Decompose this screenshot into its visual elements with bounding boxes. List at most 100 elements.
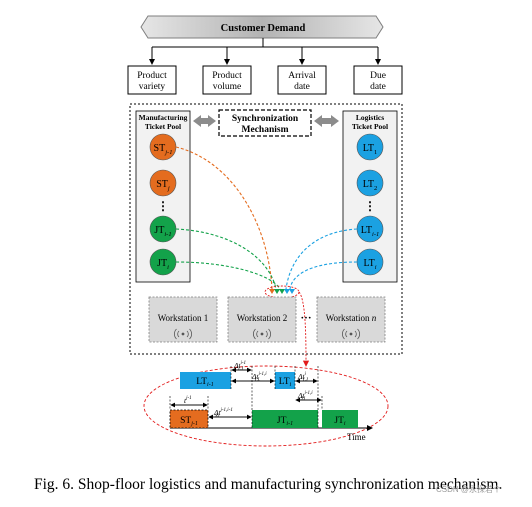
bar-base: LT	[196, 377, 207, 387]
ticket-sub: i-1	[164, 231, 171, 238]
interval-arrows	[170, 367, 322, 420]
zoom-connector	[298, 291, 310, 367]
factor-product-variety: Product variety	[127, 65, 177, 95]
ticket-st-j-1: STj-1	[149, 133, 177, 161]
flow-lt-i	[289, 261, 358, 290]
ticket-base: JT	[154, 225, 164, 236]
watermark: CSDN @永探若个	[436, 485, 502, 494]
bar-sub: i-1	[286, 421, 293, 427]
wireless-signal-icon	[174, 328, 192, 340]
ticket-lt-2: LT2	[356, 169, 384, 197]
flow-lt-i-1	[285, 228, 358, 290]
logistics-pool-title-1: Logistics	[356, 113, 384, 122]
svg-text:JTi: JTi	[157, 258, 169, 271]
flow-st-j-1	[175, 146, 273, 290]
annotation-base: Δt	[233, 361, 241, 370]
annotation-sup: i-1,i	[305, 391, 314, 396]
synchronization-mechanism: Synchronization Mechanism	[218, 109, 312, 137]
bar-jt-i: JTi	[322, 410, 358, 428]
annotation-sup: i	[305, 372, 307, 377]
factor-line1: Arrival	[288, 71, 316, 81]
svg-text:LT2: LT2	[363, 179, 378, 192]
ticket-lt-i-1: LTi-1	[356, 215, 384, 243]
bar-jt-i-1: JTi-1	[252, 410, 318, 428]
annotation-base: Δt	[297, 391, 305, 400]
annotation-base: Δt	[251, 372, 259, 381]
annotation-sub: LJ	[302, 378, 309, 383]
time-axis-label: Time	[347, 432, 366, 442]
workstation-n: Workstation n	[316, 296, 386, 343]
wireless-signal-icon	[342, 328, 360, 340]
svg-text:LTi-1: LTi-1	[361, 225, 380, 238]
bar-sub: i	[344, 421, 346, 427]
double-arrow-right-icon	[314, 115, 339, 127]
customer-demand-title: Customer Demand	[221, 23, 306, 34]
factor-line2: variety	[139, 82, 166, 92]
bar-sub: i-1	[207, 382, 214, 388]
ticket-jt-i-1: JTi-1	[149, 215, 177, 243]
timeline-guides	[169, 366, 323, 428]
flow-jt-i	[175, 261, 281, 290]
ticket-base: LT	[363, 143, 374, 154]
wireless-signal-icon	[253, 328, 271, 340]
factor-line2: volume	[213, 82, 242, 92]
ticket-base: ST	[156, 179, 168, 190]
ticket-base: ST	[154, 143, 166, 154]
factor-line1: Due	[370, 71, 386, 81]
factor-arrival-date: Arrival date	[277, 65, 327, 95]
factor-line1: Product	[212, 71, 242, 81]
factor-line2: date	[294, 82, 310, 92]
bar-base: JT	[277, 416, 287, 426]
svg-text:LTi: LTi	[279, 377, 292, 388]
annotation-sup: i-1	[241, 361, 247, 366]
factor-product-volume: Product volume	[202, 65, 252, 95]
demand-tree	[149, 38, 381, 65]
annotation-t-j-1: tj-1	[184, 396, 192, 405]
bar-sub: j-1	[190, 421, 198, 427]
sync-title-2: Mechanism	[242, 125, 289, 135]
svg-text:LT1: LT1	[363, 143, 378, 156]
customer-demand-block: Customer Demand	[140, 15, 384, 39]
ticket-sub: i-1	[372, 231, 379, 238]
workstation-label: Workstation 2	[237, 313, 288, 323]
svg-text:JTi: JTi	[334, 416, 346, 427]
bar-base: JT	[334, 416, 344, 426]
bar-base: LT	[279, 377, 290, 387]
ticket-flow-lines	[175, 146, 358, 290]
workstation-dots: ···	[300, 312, 311, 324]
system-frame	[129, 103, 403, 355]
ticket-sub: 2	[374, 185, 377, 192]
arrival-markers	[269, 289, 295, 294]
ticket-sub: 1	[374, 149, 377, 156]
manufacturing-pool-title-1: Manufacturing	[139, 113, 188, 122]
ticket-sub: j	[167, 185, 170, 192]
workstation-1: Workstation 1	[148, 296, 218, 343]
annotation-sup: j-1	[185, 396, 192, 401]
annotation-base: t	[184, 396, 187, 405]
ticket-lt-1: LT1	[356, 133, 384, 161]
svg-text:Workstation n: Workstation n	[326, 313, 377, 323]
annotation-sub: LL	[254, 378, 261, 383]
svg-text:STj: STj	[156, 179, 170, 192]
bar-base: ST	[180, 416, 191, 426]
annotation-base: Δt	[297, 372, 305, 381]
bar-st-j-1: STj-1	[169, 409, 209, 429]
workstation-label: Workstation 1	[158, 313, 209, 323]
svg-text:LTi: LTi	[363, 258, 376, 271]
logistics-ellipsis: ⋮	[364, 199, 376, 213]
annotation-sub: SJ	[215, 414, 221, 419]
logistics-pool-title-2: Ticket Pool	[352, 122, 388, 131]
sync-title-1: Synchronization	[232, 114, 299, 124]
svg-text:JTi-1: JTi-1	[277, 416, 293, 427]
ticket-base: LT	[363, 179, 374, 190]
factor-due-date: Due date	[353, 65, 403, 95]
manufacturing-pool-title-2: Ticket Pool	[145, 122, 181, 131]
flow-jt-i-1	[175, 228, 277, 290]
bar-sub: i	[290, 382, 292, 388]
figure-caption: Fig. 6. Shop-floor logistics and manufac…	[34, 476, 503, 493]
